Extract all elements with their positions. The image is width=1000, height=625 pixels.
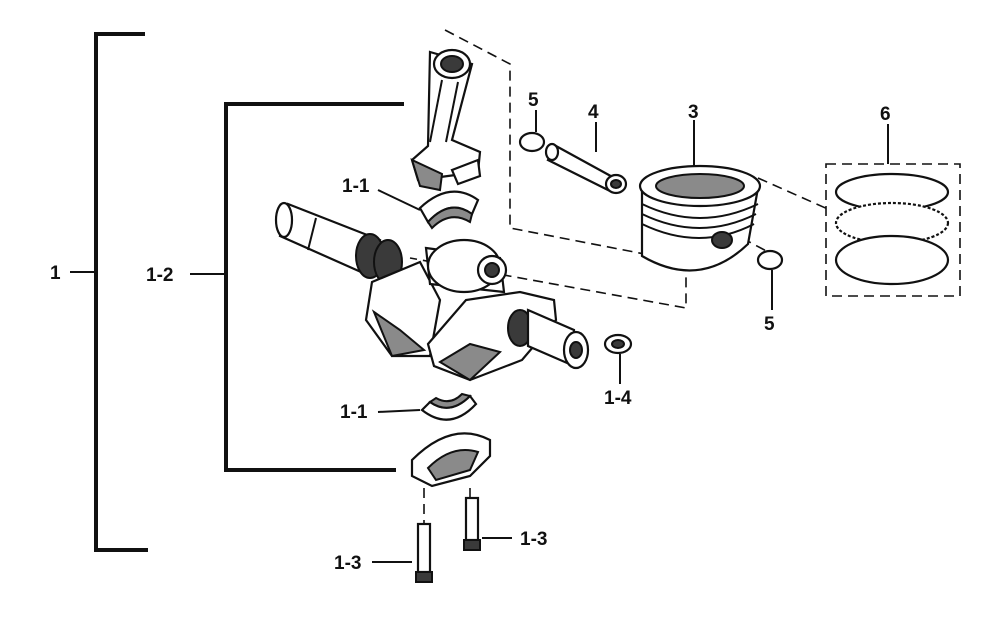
label-clip-bottom: 5 — [764, 314, 775, 335]
piston-pin — [544, 142, 628, 195]
label-piston-pin: 4 — [588, 102, 599, 123]
label-piston-rings: 6 — [880, 104, 891, 125]
label-bearing-upper: 1-1 — [342, 176, 370, 197]
label-piston: 3 — [688, 102, 699, 123]
bearing-shell-upper — [418, 190, 480, 230]
piston-pin-clip-top — [518, 131, 546, 153]
label-bolt-left: 1-3 — [334, 553, 361, 574]
connecting-rod-cap — [410, 432, 492, 488]
piston-pin-clip-bottom — [756, 249, 784, 271]
label-bearing-lower: 1-1 — [340, 402, 368, 423]
label-crankshaft-assy: 1-2 — [146, 265, 173, 286]
nut — [603, 333, 633, 355]
label-assembly: 1 — [50, 263, 61, 284]
label-clip-top: 5 — [528, 90, 539, 111]
cap-bolt-right — [463, 496, 481, 551]
crankshaft — [274, 201, 590, 382]
piston — [638, 164, 762, 272]
label-nut: 1-4 — [604, 388, 632, 409]
assembly-bracket — [70, 32, 148, 552]
piston-ring-set — [825, 163, 961, 297]
leader-lines — [372, 110, 889, 563]
bearing-shell-lower — [420, 392, 478, 421]
crankshaft-assy-bracket — [190, 102, 404, 472]
cap-bolt-left — [415, 522, 433, 583]
label-bolt-right: 1-3 — [520, 529, 547, 550]
connecting-rod — [410, 48, 482, 192]
